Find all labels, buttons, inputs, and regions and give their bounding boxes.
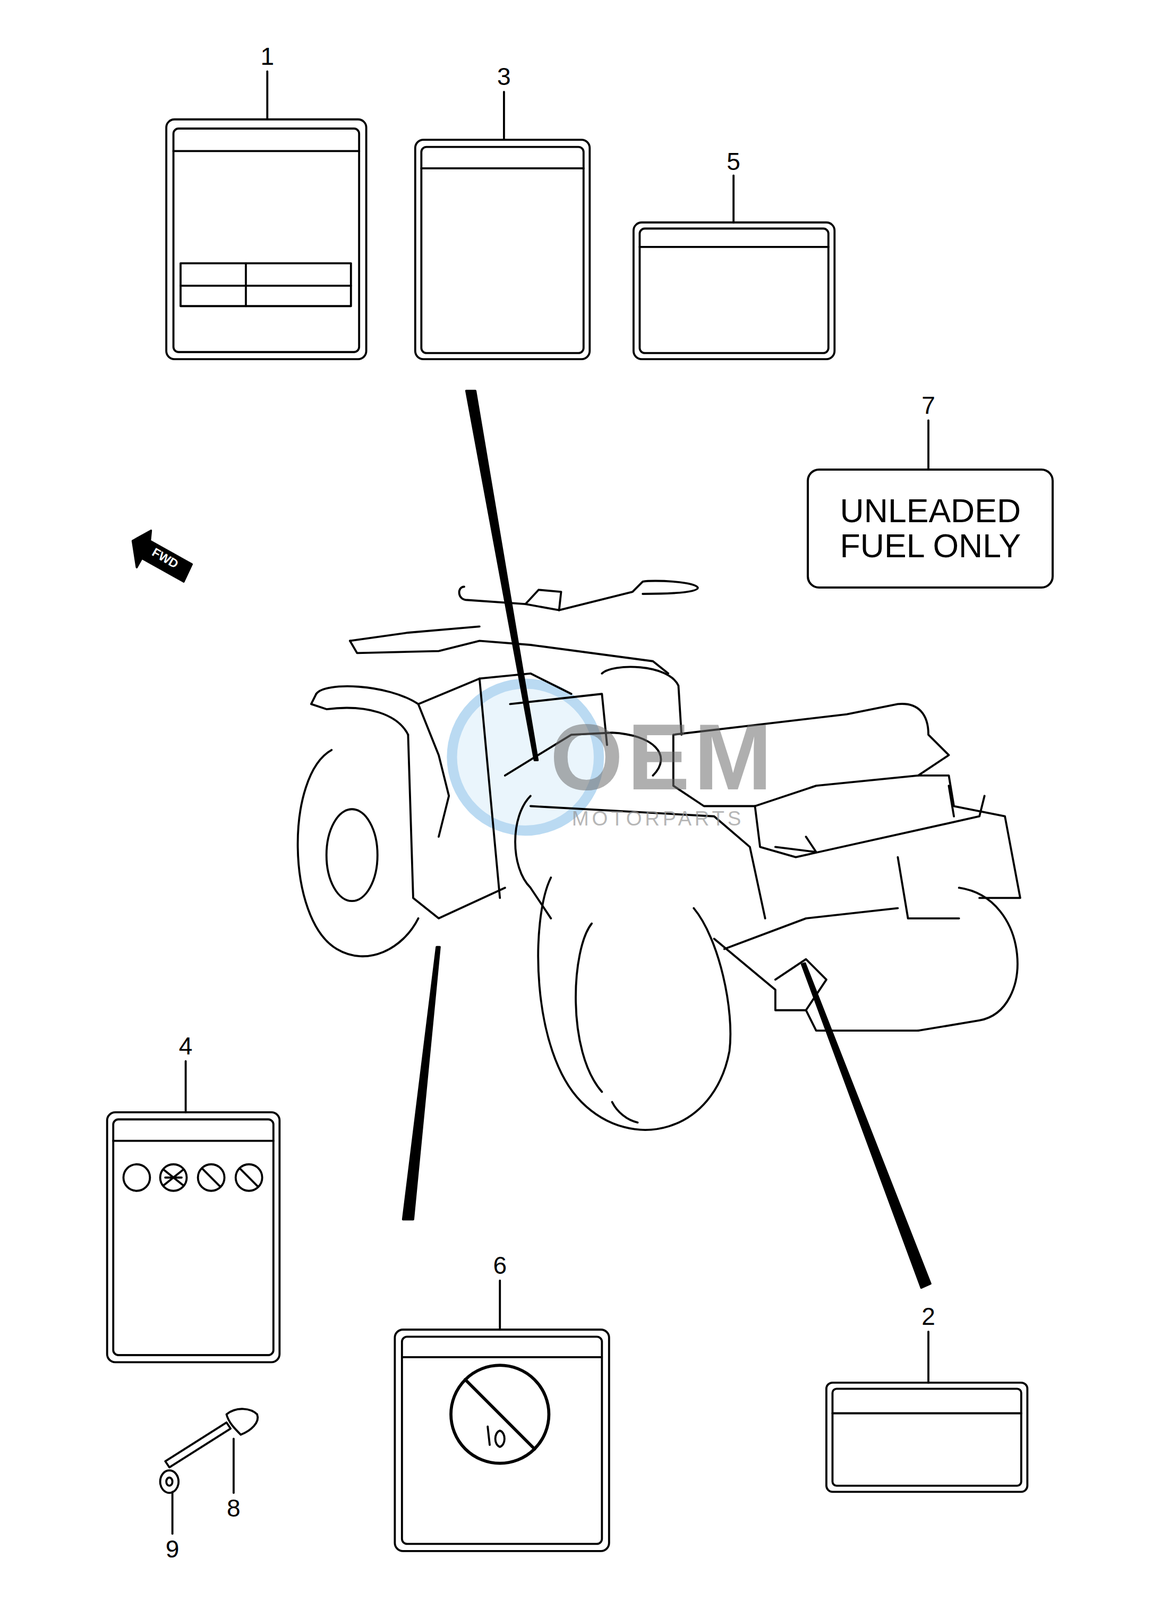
watermark: MOTORPARTS (572, 807, 745, 828)
callout-number: 1 (260, 44, 275, 69)
callout-number: 4 (178, 1033, 193, 1058)
callout-number: 7 (921, 393, 936, 418)
callout-number: 2 (921, 1303, 936, 1329)
callout-number: 6 (492, 1252, 507, 1278)
callout-number: 3 (497, 64, 511, 89)
label-text: UNLEADED FUEL ONLY (808, 493, 1052, 563)
callout-number: 5 (726, 148, 741, 174)
callout-number: 9 (165, 1536, 180, 1561)
watermark: OEM (550, 710, 777, 805)
fuel-warning-label: UNLEADED FUEL ONLY (806, 468, 1054, 589)
callout-number: 8 (226, 1495, 241, 1521)
